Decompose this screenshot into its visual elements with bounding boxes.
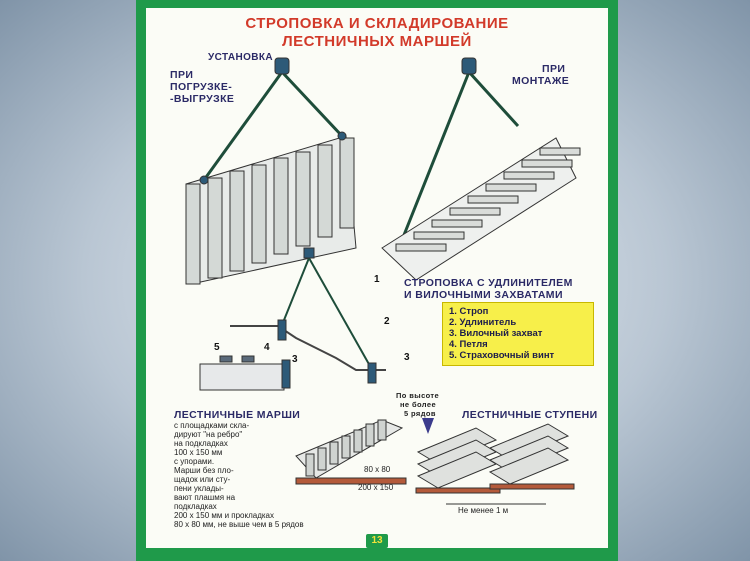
poster-sheet: СТРОПОВКА И СКЛАДИРОВАНИЕ ЛЕСТНИЧНЫХ МАР…	[146, 8, 608, 548]
install-label: УСТАНОВКА	[208, 52, 274, 63]
slinging-title-2: И ВИЛОЧНЫМИ ЗАХВАТАМИ	[404, 289, 563, 301]
loading-label-2: ПОГРУЗКЕ-	[170, 81, 233, 93]
flights-text-1: с площадками скла-	[174, 421, 250, 430]
slinging-title-1: СТРОПОВКА С УДЛИНИТЕЛЕМ	[404, 277, 573, 289]
min-spacing-note: Не менее 1 м	[458, 506, 509, 515]
callout-3b: 3	[404, 352, 410, 363]
flights-title: ЛЕСТНИЧНЫЕ МАРШИ	[174, 409, 301, 421]
flights-text-6: Марши без пло-	[174, 466, 234, 475]
poster-frame: СТРОПОВКА И СКЛАДИРОВАНИЕ ЛЕСТНИЧНЫХ МАР…	[136, 0, 618, 561]
flights-text-5: с упорами.	[174, 457, 215, 466]
loading-label-3: -ВЫГРУЗКЕ	[170, 93, 235, 105]
callout-2: 2	[384, 316, 390, 327]
flights-text-8: пени уклады-	[174, 484, 224, 493]
legend-item-loop: 4. Петля	[449, 339, 488, 350]
legend-item-sling: 1. Строп	[449, 306, 489, 317]
poster-title-line-1: СТРОПОВКА И СКЛАДИРОВАНИЕ	[245, 15, 509, 32]
flights-text-2: дируют "на ребро"	[174, 430, 243, 439]
flights-text-7: щадок или сту-	[174, 475, 231, 484]
mounting-label-2: МОНТАЖЕ	[512, 75, 570, 87]
poster-title-line-2: ЛЕСТНИЧНЫХ МАРШЕЙ	[282, 33, 472, 50]
flights-text-4: 100 х 150 мм	[174, 448, 223, 457]
callout-5: 5	[214, 342, 220, 353]
flight-mounting-illustration	[381, 57, 581, 281]
legend-item-extender: 2. Удлинитель	[449, 317, 517, 328]
loading-label-1: ПРИ	[170, 69, 194, 81]
legend-box: 1. Строп 2. Удлинитель 3. Вилочный захва…	[442, 302, 594, 366]
callout-4: 4	[264, 342, 270, 353]
flight-loading-illustration	[185, 57, 357, 285]
callout-1: 1	[374, 274, 380, 285]
page-number: 13	[366, 534, 388, 548]
stacked-steps-illustration	[415, 418, 575, 505]
legend-item-fork-grip: 3. Вилочный захват	[449, 328, 543, 339]
flights-text-12: 80 х 80 мм, не выше чем в 5 рядов	[174, 520, 304, 529]
illustrations	[185, 57, 581, 505]
extender-slinging-illustration	[199, 247, 386, 391]
flights-text-10: подкладках	[174, 502, 217, 511]
dim-200: 200 х 150	[358, 483, 394, 492]
height-note-2: не более	[400, 400, 437, 409]
callout-3a: 3	[292, 354, 298, 365]
mounting-label-1: ПРИ	[542, 63, 566, 75]
legend-item-safety-screw: 5. Страховочный винт	[449, 350, 555, 361]
height-note-3: 5 рядов	[404, 409, 436, 418]
flights-text-3: на подкладках	[174, 439, 228, 448]
steps-title: ЛЕСТНИЧНЫЕ СТУПЕНИ	[462, 409, 598, 421]
flights-text-11: 200 х 150 мм и прокладках	[174, 511, 275, 520]
dim-80: 80 х 80	[364, 465, 391, 474]
height-note-1: По высоте	[396, 391, 440, 400]
stacked-flights-illustration	[295, 419, 407, 485]
flights-text-9: вают плашмя на	[174, 493, 236, 502]
